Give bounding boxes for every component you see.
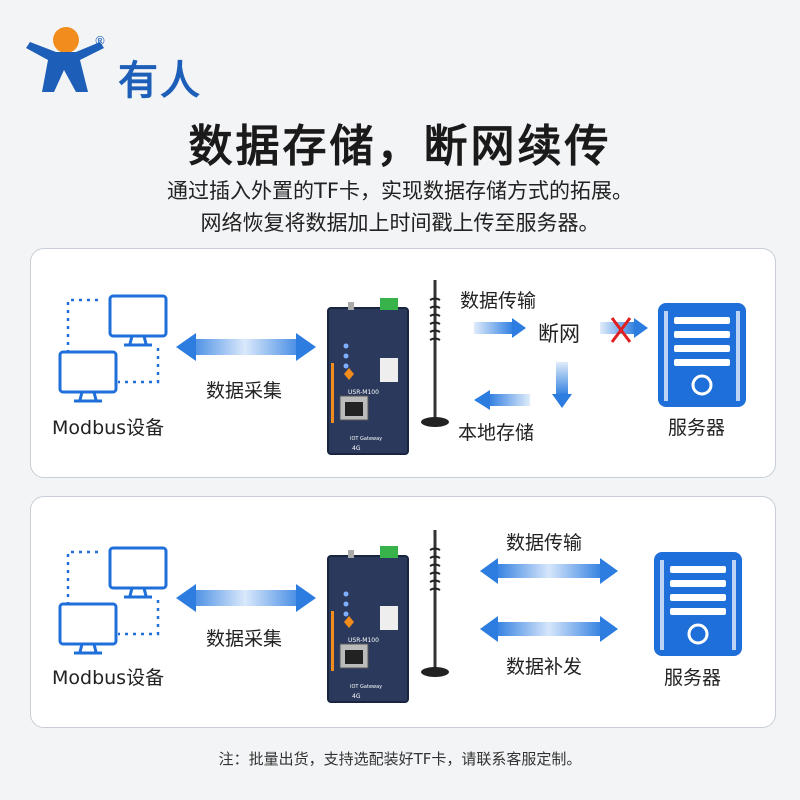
collect-double-arrow-2	[176, 584, 316, 612]
gateway-device-1	[327, 278, 451, 455]
resend-label: 数据补发	[506, 656, 583, 678]
server-label-2: 服务器	[664, 667, 722, 689]
gateway-model-2: USR-M100	[348, 637, 379, 644]
collect-label-2: 数据采集	[206, 628, 283, 650]
collect-label-1: 数据采集	[206, 380, 283, 402]
gateway-model-1: USR-M100	[348, 389, 379, 396]
server-label-1: 服务器	[668, 417, 726, 439]
gateway-net-2: 4G	[352, 693, 361, 700]
store-down-arrow	[552, 362, 572, 408]
brand-logo: ® 有人	[18, 18, 218, 104]
offline-label: 断网	[538, 322, 580, 346]
transmit-label-1: 数据传输	[460, 290, 537, 312]
local-store-label: 本地存储	[458, 422, 535, 444]
transmit-label-2: 数据传输	[506, 532, 583, 554]
footnote: 注：批量出货，支持选配装好TF卡，请联系客服定制。	[218, 750, 582, 768]
modbus-devices-icon	[58, 294, 168, 403]
blocked-arrow	[600, 317, 648, 343]
person-logo-icon	[26, 27, 104, 92]
gateway-net-1: 4G	[352, 445, 361, 452]
server-icon-2	[652, 550, 744, 658]
subtitle-line-1: 通过插入外置的TF卡，实现数据存储方式的拓展。	[167, 179, 633, 203]
subtitle-line-2: 网络恢复将数据加上时间戳上传至服务器。	[200, 211, 600, 235]
modbus-devices-icon-2	[58, 546, 168, 655]
transmit-double-arrow	[480, 558, 618, 584]
page-title: 数据存储，断网续传	[188, 121, 612, 172]
device-label-1: Modbus设备	[52, 417, 165, 439]
server-icon	[656, 301, 748, 409]
collect-double-arrow	[176, 333, 316, 361]
gateway-device-2	[327, 528, 451, 703]
brand-name: 有人	[118, 58, 202, 104]
gateway-tag-1: IOT Gateway	[350, 436, 382, 442]
gateway-tag-2: IOT Gateway	[350, 684, 382, 690]
store-left-arrow	[474, 390, 530, 410]
registered-mark: ®	[94, 34, 106, 48]
transmit-arrow-1	[474, 318, 526, 338]
resend-double-arrow	[480, 616, 618, 642]
device-label-2: Modbus设备	[52, 667, 165, 689]
